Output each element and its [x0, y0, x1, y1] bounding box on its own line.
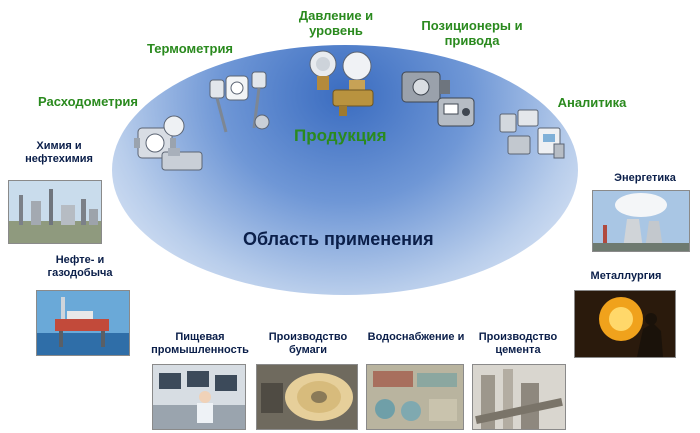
chemistry-plant-image: [8, 180, 102, 244]
pressure-transmitter-devices-icon: [303, 48, 383, 118]
analyzer-devices-icon: [498, 108, 570, 164]
power-plant-image: [592, 190, 690, 252]
category-flowmetry-label: Расходометрия: [37, 94, 139, 109]
food-industry-control-room-image: [152, 364, 246, 430]
application-metallurgy-label: Металлургия: [590, 270, 662, 282]
application-oil-gas-label: Нефте- и газодобыча: [47, 254, 113, 279]
application-food-industry-label: Пищевая промышленность: [151, 331, 249, 356]
application-chemistry-label: Химия и нефтехимия: [25, 140, 93, 165]
application-paper-label: Производство бумаги: [268, 331, 348, 356]
flowmeter-devices-icon: [134, 108, 214, 183]
cement-plant-image: [472, 364, 566, 430]
application-area-label: Область применения: [243, 229, 434, 249]
category-thermometry-label: Термометрия: [146, 41, 234, 56]
metallurgy-image: [574, 290, 676, 358]
category-analytics-label: Аналитика: [557, 95, 627, 110]
products-center-label: Продукция: [294, 126, 387, 145]
water-treatment-plant-image: [366, 364, 464, 430]
application-energy-label: Энергетика: [614, 172, 676, 184]
offshore-platform-image: [36, 290, 130, 356]
thermometer-devices-icon: [206, 70, 276, 138]
category-pressure-level-label: Давление и уровень: [298, 8, 374, 38]
positioner-actuator-devices-icon: [400, 64, 480, 129]
category-positioners-label: Позиционеры и привода: [421, 18, 523, 48]
application-cement-label: Производство цемента: [478, 331, 558, 356]
application-water-supply-label: Водоснабжение и: [367, 331, 465, 343]
paper-production-image: [256, 364, 358, 430]
